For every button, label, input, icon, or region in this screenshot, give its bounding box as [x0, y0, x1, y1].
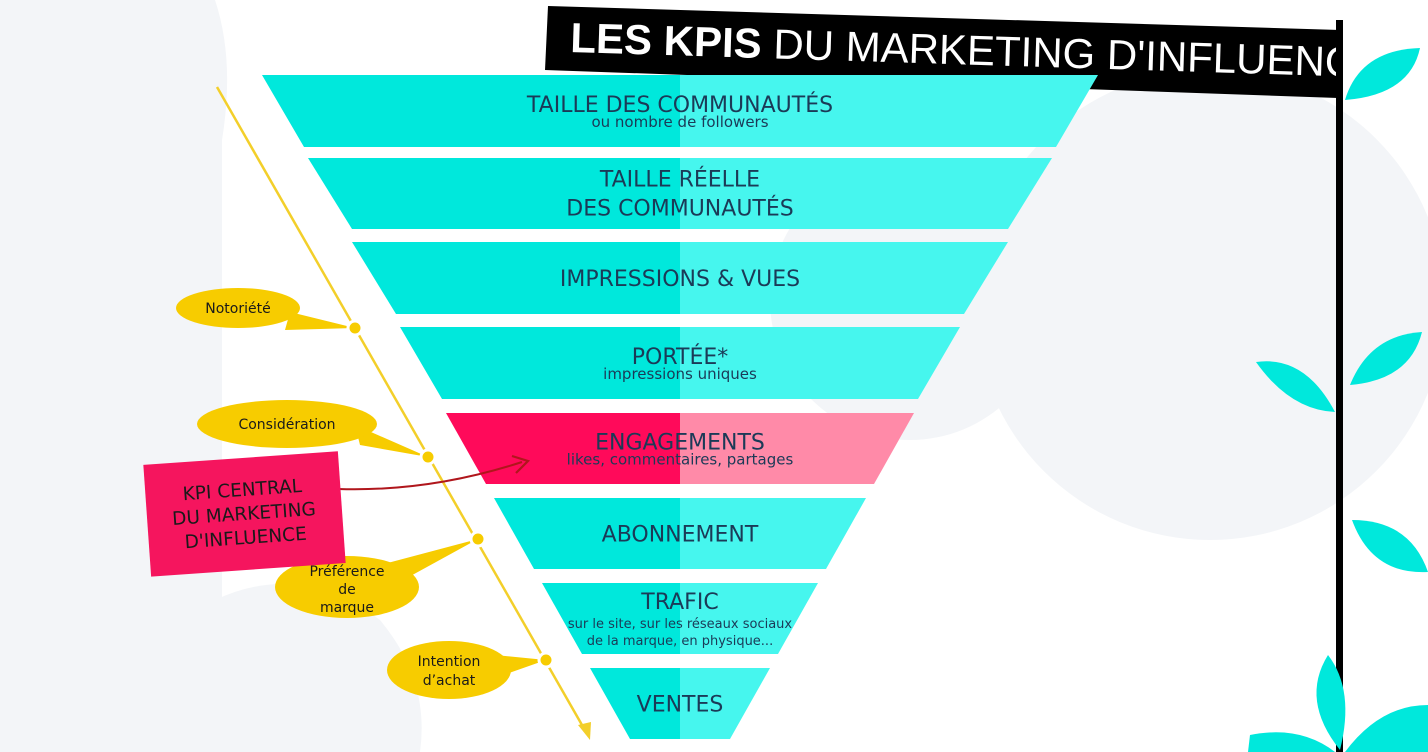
- leaf-icon: [1256, 361, 1335, 412]
- stage-label-line1: Préférence: [309, 564, 384, 580]
- central-kpi-callout: KPI CENTRAL DU MARKETING D'INFLUENCE: [143, 451, 531, 577]
- stage-label: Notoriété: [205, 301, 270, 317]
- leaf-icon: [1345, 48, 1420, 100]
- funnel-layer-title: TAILLE RÉELLE: [599, 167, 760, 193]
- leaf-icon: [1350, 332, 1422, 385]
- timeline-dot: [537, 651, 555, 669]
- funnel-layer-title: ABONNEMENT: [602, 523, 759, 548]
- funnel-layer-subtitle: ou nombre de followers: [591, 113, 768, 131]
- funnel-layer-7: TRAFIC sur le site, sur les réseaux socia…: [542, 583, 818, 654]
- leaf-icon: [1248, 732, 1335, 752]
- stage-notoriete: Notoriété: [176, 288, 364, 337]
- funnel-layer-title: VENTES: [637, 693, 724, 718]
- stage-label-line1: Intention: [418, 654, 481, 670]
- stage-intention: Intention d’achat: [387, 641, 555, 699]
- stage-consideration: Considération: [197, 400, 437, 466]
- timeline-arrowhead: [578, 722, 591, 740]
- funnel-layer-3: IMPRESSIONS & VUES: [352, 242, 1008, 314]
- stage-label-line2: de: [338, 582, 356, 598]
- timeline-line: [215, 86, 588, 733]
- stage-preference: Préférence de marque: [275, 530, 487, 618]
- timeline-dot: [469, 530, 487, 548]
- funnel-layer-title: TAILLE DES COMMUNAUTÉS: [526, 92, 833, 118]
- funnel-layer-4: PORTÉE*impressions uniques: [400, 327, 960, 399]
- funnel-layer-subtitle: impressions uniques: [603, 365, 757, 383]
- leaf-icon: [1316, 655, 1346, 750]
- timeline-dot: [419, 448, 437, 466]
- funnel-layer-title: TRAFIC: [640, 590, 718, 615]
- stage-label-line3: marque: [320, 600, 374, 616]
- funnel-layer-title: PORTÉE*: [632, 344, 729, 370]
- funnel-layer-subtitle2: de la marque, en physique...: [587, 634, 773, 649]
- timeline-dot: [346, 319, 364, 337]
- leaf-icon: [1345, 705, 1428, 752]
- funnel-layer-title2: DES COMMUNAUTÉS: [566, 196, 793, 222]
- funnel-layer-title: ENGAGEMENTS: [595, 431, 765, 456]
- title-bold: LES KPIS: [570, 14, 763, 67]
- funnel-layer-subtitle: sur le site, sur les réseaux sociaux: [568, 617, 793, 632]
- funnel-layer-2: TAILLE RÉELLE DES COMMUNAUTÉS: [308, 158, 1052, 229]
- funnel-layer-title: IMPRESSIONS & VUES: [560, 267, 800, 292]
- stage-label-line2: d’achat: [423, 673, 476, 689]
- funnel-layer-8: VENTES: [590, 668, 770, 739]
- callout-arrow: [337, 461, 523, 491]
- funnel-layer-subtitle: likes, commentaires, partages: [567, 451, 794, 469]
- leaf-icon: [1352, 520, 1428, 573]
- stage-label: Considération: [238, 417, 335, 433]
- customer-journey-timeline: [215, 86, 591, 740]
- funnel-layer-6: ABONNEMENT: [494, 498, 866, 569]
- plant-decoration: [1248, 20, 1428, 752]
- callout-arrowhead: [511, 454, 531, 474]
